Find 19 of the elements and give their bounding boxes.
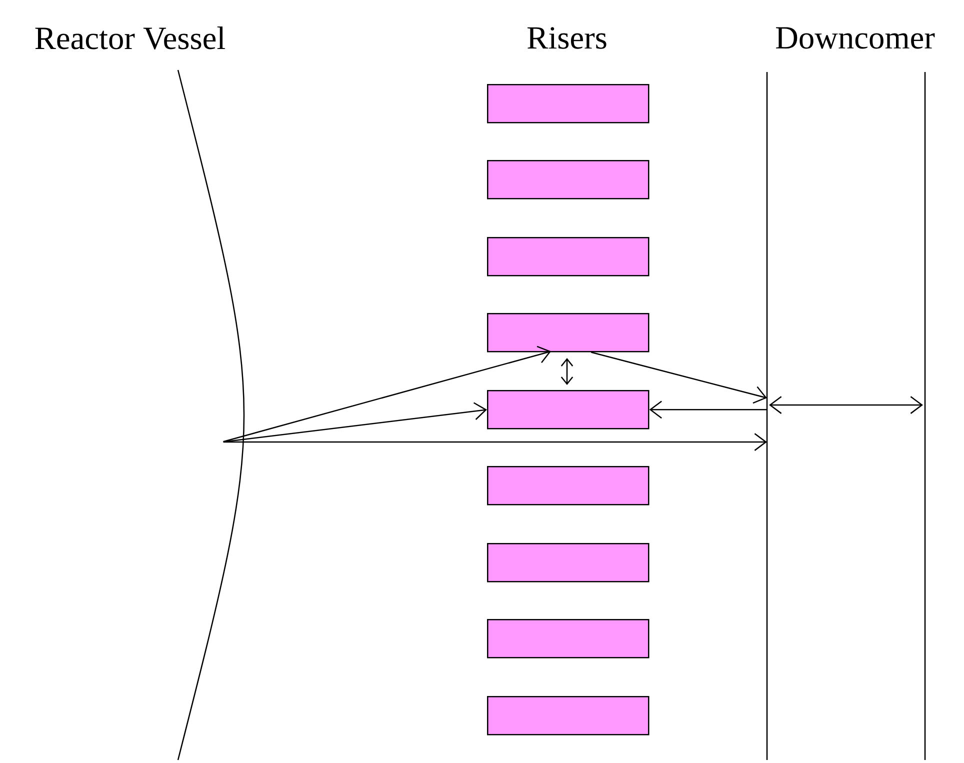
arrow <box>590 352 768 404</box>
riser-box <box>487 237 650 276</box>
riser-box <box>487 390 650 430</box>
downcomer-walls <box>766 71 926 761</box>
riser-box <box>487 619 650 658</box>
heading: Risers <box>528 27 606 49</box>
arrow <box>223 433 768 451</box>
heading: Reactor Vessel <box>35 26 226 50</box>
heading: Downcomer <box>776 27 935 49</box>
vessel-wall <box>177 70 244 760</box>
riser-box <box>487 84 650 124</box>
riser-box <box>487 313 650 352</box>
riser-box <box>487 543 650 582</box>
arrow <box>223 346 552 442</box>
riser-box <box>487 160 650 200</box>
arrow <box>223 402 488 442</box>
riser-box <box>487 466 650 506</box>
riser-box <box>487 696 650 736</box>
arrow <box>649 400 767 419</box>
